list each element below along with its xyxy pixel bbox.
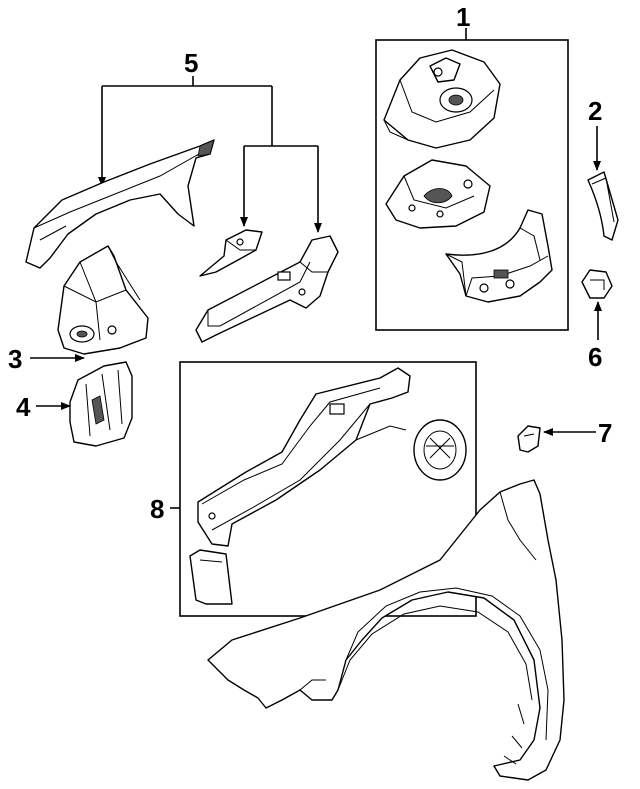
callout-6: 6 (588, 342, 602, 372)
upper-rail-left (25, 139, 215, 269)
callout-1: 1 (456, 2, 470, 32)
callout-7: 7 (598, 418, 612, 448)
panel-part-4 (69, 361, 133, 447)
splash-shield (413, 419, 467, 481)
callout-4: 4 (16, 392, 31, 422)
clip-part-7 (517, 425, 541, 453)
rail-bracket-small (199, 229, 263, 277)
seal-part-2 (587, 171, 619, 241)
strut-tower-part-3 (57, 245, 149, 355)
front-fender (207, 479, 565, 781)
rail-extension (195, 235, 339, 343)
callout-8: 8 (150, 494, 164, 524)
group-box-1 (375, 39, 569, 331)
strut-tower-upper (383, 49, 501, 149)
strut-tower-middle (385, 159, 491, 229)
bracket-part-6 (581, 269, 613, 299)
callout-2: 2 (588, 96, 602, 126)
wheelhouse-reinforcement (445, 209, 553, 303)
callout-3: 3 (8, 344, 22, 374)
callout-5: 5 (184, 48, 198, 78)
wheelhouse-rail-part-8 (197, 367, 411, 547)
filler-panel (189, 549, 233, 605)
